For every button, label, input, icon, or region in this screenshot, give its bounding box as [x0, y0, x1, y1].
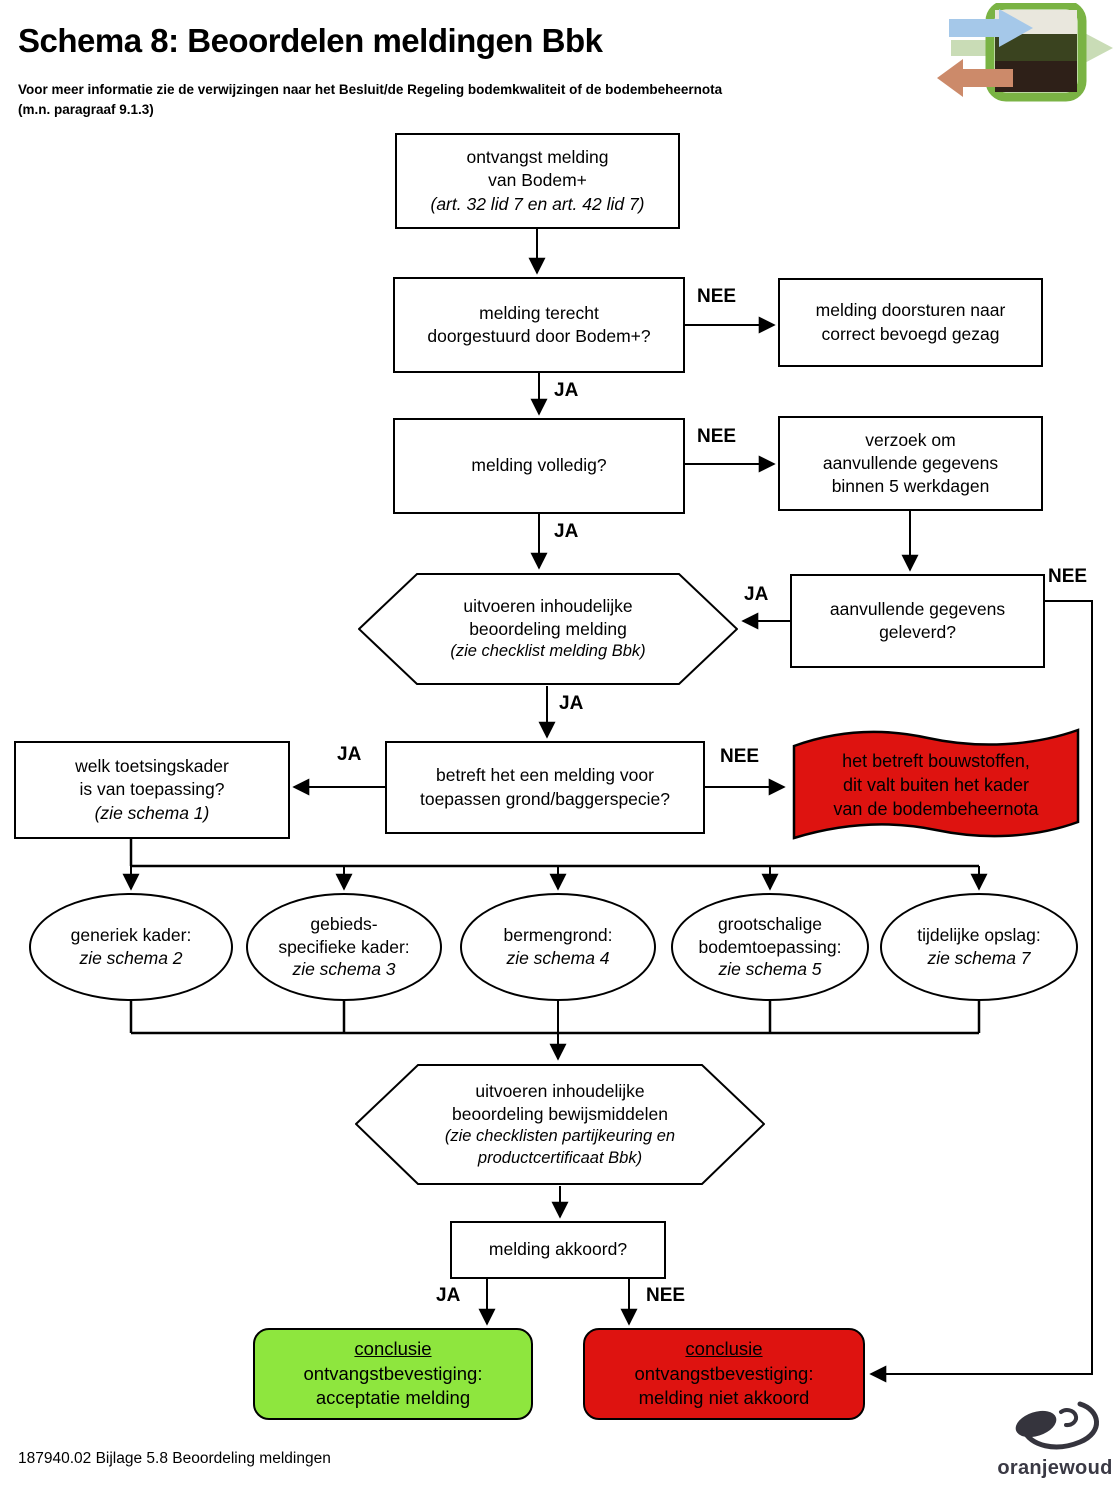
node-beoordeling-bewijsmiddelen: uitvoeren inhoudelijke beoordeling bewij…: [355, 1063, 765, 1186]
soil-arrows-logo: [933, 0, 1118, 103]
node-gebiedsspecifiek-kader: gebieds- specifieke kader: zie schema 3: [246, 893, 442, 1001]
node-text: van Bodem+: [488, 170, 587, 191]
label-ja-geleverd: JA: [744, 584, 769, 605]
node-grootschalige-bodemtoepassing: grootschalige bodemtoepassing: zie schem…: [671, 893, 869, 1001]
node-text: beoordeling melding: [469, 619, 627, 640]
label-ja-akkoord: JA: [436, 1285, 461, 1306]
node-text: ontvangstbevestiging:: [303, 1362, 483, 1384]
node-text: specifieke kader:: [278, 936, 410, 957]
node-beoordeling-melding: uitvoeren inhoudelijke beoordeling meldi…: [358, 572, 738, 686]
node-text: uitvoeren inhoudelijke: [463, 596, 633, 617]
node-melding-akkoord: melding akkoord?: [450, 1221, 666, 1279]
label-nee-akkoord: NEE: [646, 1285, 686, 1306]
node-note: zie schema 2: [79, 948, 183, 968]
node-generiek-kader: generiek kader: zie schema 2: [29, 893, 233, 1001]
node-text: ontvangstbevestiging:: [634, 1362, 814, 1384]
node-text: dit valt buiten het kader: [842, 774, 1030, 795]
blue-right-arrow-icon: [949, 9, 1033, 47]
node-note: productcertificaat Bbk): [477, 1148, 643, 1167]
node-ontvangst-melding: ontvangst melding van Bodem+ (art. 32 li…: [395, 133, 680, 229]
page-title: Schema 8: Beoordelen meldingen Bbk: [18, 22, 603, 59]
node-toetsingskader: welk toetsingskader is van toepassing? (…: [14, 741, 290, 839]
node-text: gebieds-: [310, 913, 378, 934]
node-text: melding volledig?: [471, 455, 607, 476]
node-verzoek-gegevens: verzoek om aanvullende gegevens binnen 5…: [778, 416, 1043, 511]
node-note: zie schema 3: [292, 959, 396, 980]
node-text: geleverd?: [879, 622, 956, 642]
node-text: verzoek om: [865, 429, 956, 450]
node-text: welk toetsingskader: [75, 756, 229, 777]
node-melding-doorsturen: melding doorsturen naar correct bevoegd …: [778, 278, 1043, 367]
node-text: binnen 5 werkdagen: [831, 476, 990, 497]
node-text: van de bodembeheernota: [833, 799, 1039, 820]
node-text: uitvoeren inhoudelijke: [475, 1080, 645, 1101]
node-text: melding niet akkoord: [638, 1387, 810, 1409]
node-text: conclusie: [354, 1337, 432, 1359]
node-betreft-melding: betreft het een melding voor toepassen g…: [385, 741, 705, 834]
node-note: zie schema 5: [718, 959, 822, 980]
orange-left-arrow-icon: [937, 59, 1013, 97]
node-text: betreft het een melding voor: [436, 765, 654, 786]
node-text: het betreft bouwstoffen,: [842, 750, 1030, 771]
node-note: (art. 32 lid 7 en art. 42 lid 7): [430, 193, 645, 214]
node-text: acceptatie melding: [315, 1387, 471, 1409]
node-note: (zie checklisten partijkeuring en: [444, 1126, 676, 1145]
node-text: bermengrond:: [503, 925, 613, 946]
node-text: melding terecht: [479, 302, 599, 323]
node-conclusie-niet-akkoord: conclusie ontvangstbevestiging: melding …: [583, 1328, 865, 1420]
node-text: grootschalige: [717, 913, 823, 934]
node-bouwstoffen-flag: het betreft bouwstoffen, dit valt buiten…: [788, 722, 1084, 846]
node-note: (zie schema 1): [94, 802, 210, 823]
node-text: tijdelijke opslag:: [917, 925, 1041, 946]
node-text: doorgestuurd door Bodem+?: [427, 326, 651, 346]
node-melding-volledig: melding volledig?: [393, 418, 685, 514]
node-text: generiek kader:: [70, 925, 192, 946]
oranjewoud-logo: oranjewoud: [995, 1400, 1115, 1480]
label-ja-betreft: JA: [337, 744, 362, 765]
label-nee-terecht: NEE: [697, 286, 737, 307]
node-text: is van toepassing?: [79, 779, 225, 800]
label-ja-volledig: JA: [554, 521, 579, 542]
node-bermengrond: bermengrond: zie schema 4: [460, 893, 656, 1001]
node-text: aanvullende gegevens: [829, 598, 1006, 619]
label-ja-beoordeling: JA: [559, 693, 584, 714]
node-text: correct bevoegd gezag: [821, 323, 1000, 344]
oranjewoud-swirl-icon: [1015, 1401, 1099, 1450]
label-ja-terecht: JA: [554, 380, 579, 401]
node-text: melding doorsturen naar: [815, 300, 1006, 321]
brand-name: oranjewoud: [997, 1457, 1113, 1479]
label-nee-volledig: NEE: [697, 426, 737, 447]
label-nee-betreft: NEE: [720, 746, 760, 767]
node-gegevens-geleverd: aanvullende gegevens geleverd?: [790, 574, 1045, 668]
page-subtitle: Voor meer informatie zie de verwijzingen…: [18, 82, 723, 117]
node-melding-terecht: melding terecht doorgestuurd door Bodem+…: [393, 277, 685, 373]
label-nee-geleverd: NEE: [1048, 566, 1088, 587]
node-note: zie schema 7: [927, 948, 1031, 968]
node-note: zie schema 4: [506, 948, 610, 968]
node-note: (zie checklist melding Bbk): [450, 642, 646, 661]
node-text: melding akkoord?: [488, 1239, 628, 1260]
node-tijdelijke-opslag: tijdelijke opslag: zie schema 7: [880, 893, 1078, 1001]
footer-document-reference: 187940.02 Bijlage 5.8 Beoordeling meldin…: [18, 1450, 331, 1467]
node-text: aanvullende gegevens: [822, 452, 999, 473]
node-conclusie-acceptatie: conclusie ontvangstbevestiging: acceptat…: [253, 1328, 533, 1420]
node-text: beoordeling bewijsmiddelen: [452, 1103, 668, 1124]
node-text: conclusie: [685, 1337, 763, 1359]
node-text: bodemtoepassing:: [698, 936, 842, 957]
node-text: toepassen grond/baggerspecie?: [419, 788, 671, 809]
node-text: ontvangst melding: [466, 147, 609, 168]
